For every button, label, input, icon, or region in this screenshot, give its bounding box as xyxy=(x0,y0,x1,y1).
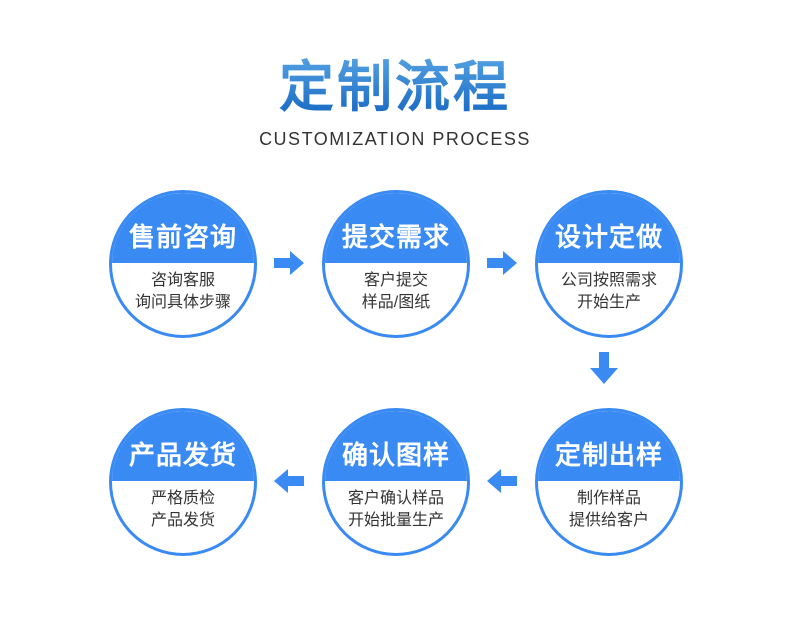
flow-step-5-line-2: 开始批量生产 xyxy=(347,511,444,529)
flow-step-6-line-2: 产品发货 xyxy=(150,511,215,529)
flow-step-5-title: 确认图样 xyxy=(341,439,450,470)
flow-step-3-header: 设计定做 xyxy=(538,193,680,263)
flow-step-6-description: 严格质检 产品发货 xyxy=(112,481,254,553)
flow-step-1: 售前咨询 咨询客服 询问具体步骤 xyxy=(109,190,257,338)
flow-step-2: 提交需求 客户提交 样品/图纸 xyxy=(322,190,470,338)
flow-step-6-header: 产品发货 xyxy=(112,411,254,481)
flow-step-5-description: 客户确认样品 开始批量生产 xyxy=(325,481,467,553)
arrow-left-icon xyxy=(274,469,304,493)
flow-step-4-line-2: 提供给客户 xyxy=(568,511,649,529)
flow-step-3-title: 设计定做 xyxy=(554,221,663,252)
flow-step-2-title: 提交需求 xyxy=(341,221,450,252)
flow-step-1-title: 售前咨询 xyxy=(128,221,237,252)
flow-step-4-line-1: 制作样品 xyxy=(576,489,641,507)
arrow-right-icon xyxy=(487,251,517,275)
flow-step-5: 确认图样 客户确认样品 开始批量生产 xyxy=(322,408,470,556)
flow-step-3-line-2: 开始生产 xyxy=(576,293,641,311)
flow-step-2-description: 客户提交 样品/图纸 xyxy=(325,263,467,335)
flow-step-3-description: 公司按照需求 开始生产 xyxy=(538,263,680,335)
flow-step-5-line-1: 客户确认样品 xyxy=(347,489,444,507)
flow-step-5-header: 确认图样 xyxy=(325,411,467,481)
flow-step-6-title: 产品发货 xyxy=(128,439,237,470)
page-title: 定制流程 xyxy=(0,56,790,119)
flow-step-6: 产品发货 严格质检 产品发货 xyxy=(109,408,257,556)
flow-step-4: 定制出样 制作样品 提供给客户 xyxy=(535,408,683,556)
arrow-down-icon xyxy=(590,352,618,384)
flow-step-4-title: 定制出样 xyxy=(554,439,663,470)
flow-step-3: 设计定做 公司按照需求 开始生产 xyxy=(535,190,683,338)
flow-step-2-header: 提交需求 xyxy=(325,193,467,263)
flow-step-2-line-2: 样品/图纸 xyxy=(361,293,431,311)
flow-step-6-line-1: 严格质检 xyxy=(150,489,215,507)
flow-step-4-description: 制作样品 提供给客户 xyxy=(538,481,680,553)
arrow-right-icon xyxy=(274,251,304,275)
flow-step-3-line-1: 公司按照需求 xyxy=(560,271,657,289)
flow-step-1-header: 售前咨询 xyxy=(112,193,254,263)
flow-step-4-header: 定制出样 xyxy=(538,411,680,481)
flow-step-2-line-1: 客户提交 xyxy=(363,271,428,289)
flow-step-1-line-2: 询问具体步骤 xyxy=(134,293,231,311)
flow-step-1-description: 咨询客服 询问具体步骤 xyxy=(112,263,254,335)
page-subtitle: CUSTOMIZATION PROCESS xyxy=(259,129,531,149)
flow-step-1-line-1: 咨询客服 xyxy=(150,271,215,289)
arrow-left-icon xyxy=(487,469,517,493)
